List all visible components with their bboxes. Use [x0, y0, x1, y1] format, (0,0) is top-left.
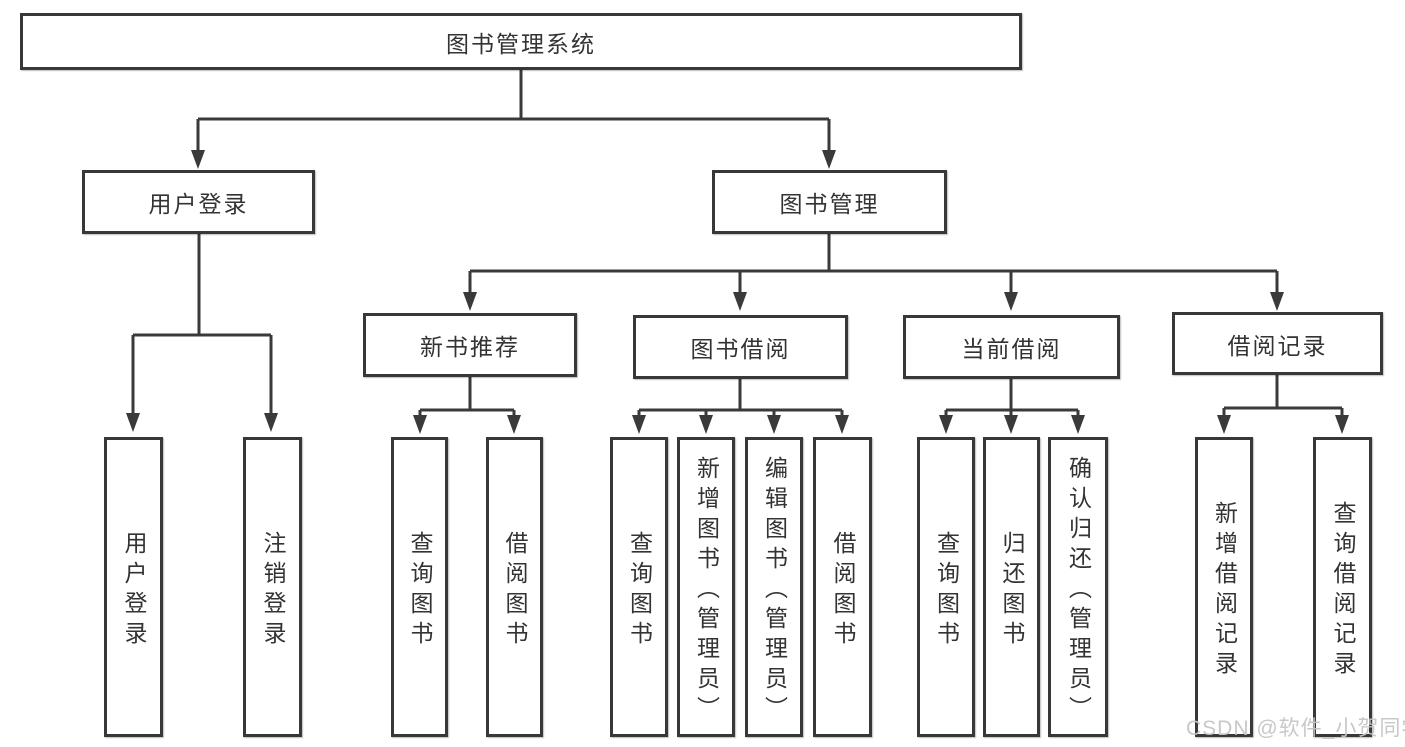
- leaf-cb-confirm-return-admin: 确认归还（管理员）: [1048, 437, 1108, 737]
- leaf-bb-add-books-admin-label: 新增图书（管理员）: [693, 455, 720, 726]
- arrowhead: [463, 292, 477, 311]
- connector-borrow-records-tee: [1222, 375, 1344, 417]
- leaf-rec-borrow-books: 借阅图书: [486, 437, 543, 737]
- connector-book-borrow-tee: [637, 379, 844, 417]
- arrowhead: [835, 415, 849, 434]
- arrowhead: [507, 415, 521, 434]
- arrowhead: [1335, 415, 1349, 434]
- leaf-bb-edit-books-admin: 编辑图书（管理员）: [745, 437, 803, 737]
- arrowhead: [413, 415, 427, 434]
- arrowhead: [1217, 415, 1231, 434]
- arrowhead: [126, 413, 140, 432]
- arrowhead: [939, 415, 953, 434]
- arrowhead: [699, 415, 713, 434]
- connector-new-book-rec-tee: [418, 377, 516, 417]
- leaf-rec-query-books: 查询图书: [391, 437, 448, 737]
- arrowhead: [191, 150, 205, 169]
- leaf-bb-add-books-admin: 新增图书（管理员）: [677, 437, 735, 737]
- leaf-bb-query-books-label: 查询图书: [626, 530, 653, 651]
- arrowhead: [1004, 292, 1018, 311]
- node-user-login: 用户登录: [82, 170, 315, 234]
- leaf-cb-query-books-label: 查询图书: [933, 530, 960, 651]
- leaf-user-login-label: 用户登录: [121, 530, 147, 651]
- leaf-cb-return-books: 归还图书: [983, 437, 1040, 737]
- node-new-book-recommend: 新书推荐: [363, 313, 577, 377]
- leaf-br-add-record: 新增借阅记录: [1195, 437, 1253, 737]
- leaf-rec-borrow-books-label: 借阅图书: [502, 530, 528, 651]
- arrowhead: [822, 150, 836, 169]
- arrowhead: [1004, 415, 1018, 434]
- leaf-bb-borrow-books: 借阅图书: [813, 437, 872, 737]
- arrowhead: [264, 413, 278, 432]
- node-book-management: 图书管理: [712, 170, 947, 234]
- node-borrowing-records: 借阅记录: [1172, 312, 1383, 375]
- arrowhead: [1270, 292, 1284, 311]
- arrowhead: [733, 292, 747, 311]
- connector-root-tee: [196, 69, 831, 152]
- arrowhead: [767, 415, 781, 434]
- leaf-rec-query-books-label: 查询图书: [407, 530, 433, 651]
- leaf-bb-query-books: 查询图书: [610, 437, 668, 737]
- leaf-br-query-record: 查询借阅记录: [1313, 437, 1372, 737]
- leaf-cb-return-books-label: 归还图书: [999, 530, 1025, 651]
- leaf-logout-label: 注销登录: [260, 530, 286, 651]
- leaf-user-login: 用户登录: [104, 437, 163, 737]
- leaf-br-query-record-label: 查询借阅记录: [1330, 500, 1356, 681]
- leaf-cb-confirm-return-admin-label: 确认归还（管理员）: [1065, 455, 1092, 726]
- leaf-br-add-record-label: 新增借阅记录: [1211, 500, 1238, 681]
- leaf-logout: 注销登录: [243, 437, 302, 737]
- node-book-borrowing: 图书借阅: [633, 315, 848, 379]
- watermark-text: CSDN @软件_小贺同学: [1186, 717, 1405, 740]
- leaf-bb-edit-books-admin-label: 编辑图书（管理员）: [761, 455, 788, 726]
- leaf-bb-borrow-books-label: 借阅图书: [830, 530, 856, 651]
- connector-book-mgmt-tee: [468, 233, 1279, 294]
- arrowhead: [1071, 415, 1085, 434]
- leaf-cb-query-books: 查询图书: [917, 437, 975, 737]
- node-root: 图书管理系统: [20, 13, 1022, 70]
- node-current-borrowing: 当前借阅: [903, 315, 1120, 379]
- connector-current-borrow-tee: [944, 379, 1080, 417]
- arrowhead: [632, 415, 646, 434]
- connector-user-login-tee: [131, 233, 273, 415]
